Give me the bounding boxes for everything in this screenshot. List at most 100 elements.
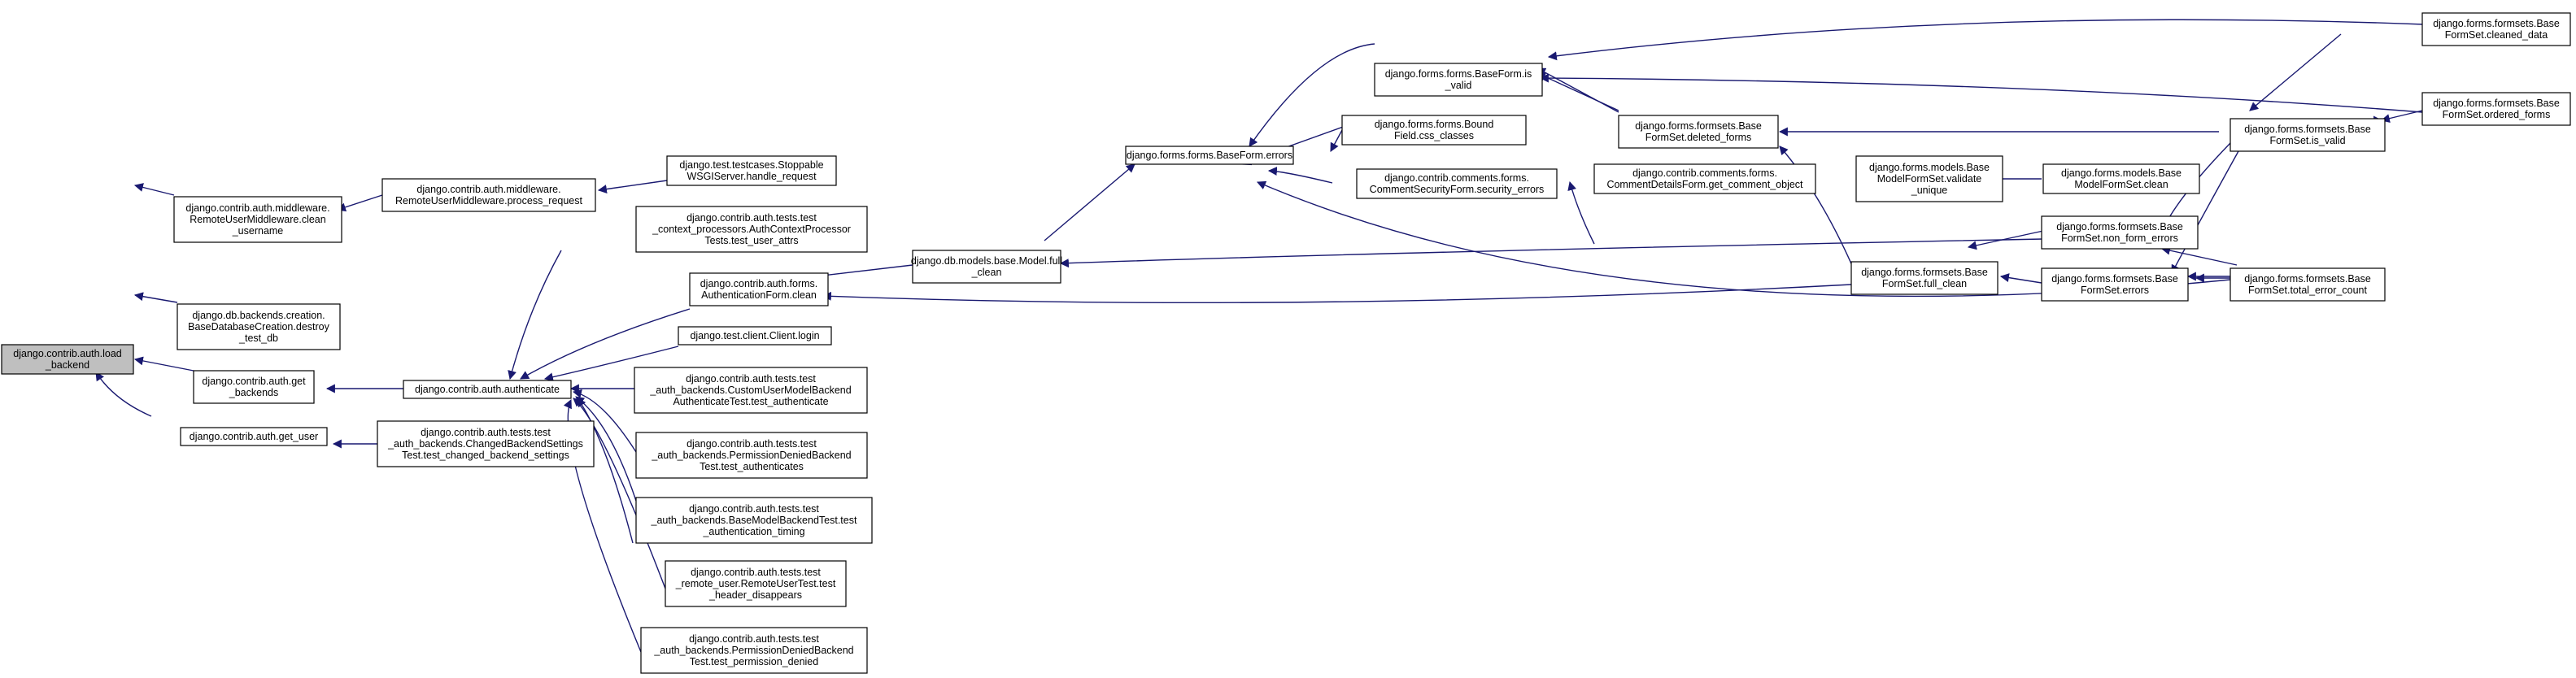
node-label-line: django.contrib.auth.tests.test xyxy=(691,567,821,578)
edge xyxy=(1779,146,1857,276)
nodes: django.contrib.auth.load_backenddjango.c… xyxy=(1,12,2571,674)
node-label-line: BaseDatabaseCreation.destroy xyxy=(188,321,329,332)
node-label-line: django.contrib.comments.forms. xyxy=(1632,167,1777,179)
function-node[interactable]: django.forms.formsets.BaseFormSet.delete… xyxy=(1618,115,1779,149)
function-node[interactable]: django.forms.formsets.BaseFormSet.total_… xyxy=(2229,267,2386,302)
function-node[interactable]: django.forms.forms.BoundField.css_classe… xyxy=(1341,115,1527,146)
function-node[interactable]: django.contrib.auth.tests.test_remote_us… xyxy=(665,560,847,607)
function-node[interactable]: django.forms.formsets.BaseFormSet.full_c… xyxy=(1850,261,1998,295)
edge xyxy=(543,346,679,382)
node-box xyxy=(1125,146,1294,165)
node-label-line: django.contrib.auth.middleware. xyxy=(185,202,329,214)
node-label-line: django.forms.forms.BaseForm.is xyxy=(1385,68,1532,80)
node-label-line: _auth_backends.BaseModelBackendTest.test xyxy=(651,515,857,526)
node-box xyxy=(1374,63,1543,97)
node-label-line: CommentDetailsForm.get_comment_object xyxy=(1606,179,1803,190)
function-node[interactable]: django.contrib.auth.tests.test_context_p… xyxy=(635,206,868,253)
edge xyxy=(1967,230,2044,250)
node-label-line: _header_disappears xyxy=(708,589,802,601)
node-label-line: django.forms.formsets.Base xyxy=(2051,273,2178,285)
edge xyxy=(563,398,642,653)
node-box xyxy=(689,272,829,306)
node-box xyxy=(173,196,342,243)
node-label-line: django.contrib.auth.load xyxy=(13,348,121,359)
node-label-line: django.db.models.base.Model.full xyxy=(911,255,1062,267)
function-node[interactable]: django.contrib.auth.authenticate xyxy=(403,380,572,399)
node-label-line: FormSet.is_valid xyxy=(2269,135,2345,146)
function-node[interactable]: django.db.models.base.Model.full_clean xyxy=(911,250,1062,284)
node-label-line: django.forms.formsets.Base xyxy=(2244,273,2371,285)
node-box xyxy=(403,380,572,399)
edge xyxy=(573,398,666,589)
edge xyxy=(133,183,175,196)
function-node[interactable]: django.test.client.Client.login xyxy=(678,326,832,346)
node-label-line: Test.test_changed_backend_settings xyxy=(402,450,569,461)
node-label-line: WSGIServer.handle_request xyxy=(686,171,817,182)
node-label-line: FormSet.cleaned_data xyxy=(2445,29,2548,41)
function-node[interactable]: django.test.testcases.StoppableWSGIServe… xyxy=(666,155,837,186)
function-node[interactable]: django.contrib.auth.get_user xyxy=(180,427,328,446)
function-node[interactable]: django.contrib.auth.tests.test_auth_back… xyxy=(634,367,868,414)
node-label-line: _valid xyxy=(1445,80,1472,91)
node-box xyxy=(193,370,315,404)
function-node[interactable]: django.contrib.auth.middleware.RemoteUse… xyxy=(381,178,596,212)
function-node[interactable]: django.db.backends.creation.BaseDatabase… xyxy=(177,303,341,350)
edge xyxy=(1330,129,1343,152)
function-node[interactable]: django.forms.forms.BaseForm.is_valid xyxy=(1374,63,1543,97)
function-node[interactable]: django.contrib.auth.forms.Authentication… xyxy=(689,272,829,306)
node-box xyxy=(635,206,868,253)
node-label-line: AuthenticateTest.test_authenticate xyxy=(673,396,828,407)
function-node[interactable]: django.contrib.auth.tests.test_auth_back… xyxy=(635,432,868,479)
node-label-line: _username xyxy=(232,225,284,237)
function-node[interactable]: django.forms.models.BaseModelFormSet.val… xyxy=(1855,155,2003,202)
node-box xyxy=(177,303,341,350)
edge xyxy=(577,398,634,544)
node-box xyxy=(180,427,328,446)
node-label-line: django.contrib.auth.middleware. xyxy=(416,184,560,195)
node-box xyxy=(2421,92,2571,126)
node-label-line: _auth_backends.PermissionDeniedBackend xyxy=(651,450,851,461)
node-label-line: django.contrib.auth.tests.test xyxy=(686,438,817,450)
node-label-line: django.contrib.auth.authenticate xyxy=(415,384,560,395)
edge xyxy=(1267,167,1333,184)
node-label-line: _backends xyxy=(229,387,278,398)
function-node[interactable]: django.forms.forms.BaseForm.errors xyxy=(1125,146,1294,165)
node-box xyxy=(640,627,868,674)
function-node[interactable]: django.contrib.auth.tests.test_auth_back… xyxy=(640,627,868,674)
edge xyxy=(2160,246,2238,266)
node-box xyxy=(1855,155,2003,202)
function-node[interactable]: django.contrib.auth.tests.test_auth_back… xyxy=(377,420,595,467)
edge xyxy=(95,372,152,417)
node-label-line: FormSet.deleted_forms xyxy=(1645,132,1752,143)
function-node[interactable]: django.contrib.auth.middleware.RemoteUse… xyxy=(173,196,342,243)
edge xyxy=(1539,73,2423,113)
node-label-line: django.forms.formsets.Base xyxy=(2056,221,2183,233)
node-box xyxy=(1341,115,1527,146)
edge xyxy=(2249,33,2342,111)
node-box xyxy=(381,178,596,212)
node-box xyxy=(1593,163,1816,194)
function-node[interactable]: django.forms.formsets.BaseFormSet.cleane… xyxy=(2421,12,2571,46)
node-box xyxy=(2229,118,2386,152)
function-node[interactable]: django.contrib.auth.get_backends xyxy=(193,370,315,404)
node-label-line: _unique xyxy=(1911,185,1948,196)
function-node[interactable]: django.forms.formsets.BaseFormSet.non_fo… xyxy=(2041,215,2199,250)
node-box xyxy=(1850,261,1998,295)
node-box xyxy=(2229,267,2386,302)
node-label-line: _auth_backends.ChangedBackendSettings xyxy=(387,438,583,450)
function-node[interactable]: django.contrib.comments.forms.CommentDet… xyxy=(1593,163,1816,194)
function-node[interactable]: django.contrib.comments.forms.CommentSec… xyxy=(1356,168,1558,199)
function-node[interactable]: django.forms.formsets.BaseFormSet.is_val… xyxy=(2229,118,2386,152)
node-label-line: django.contrib.auth.tests.test xyxy=(689,503,819,515)
node-box xyxy=(2042,163,2200,194)
function-node[interactable]: django.forms.formsets.BaseFormSet.ordere… xyxy=(2421,92,2571,126)
edge xyxy=(1567,180,1595,245)
function-node[interactable]: django.forms.models.BaseModelFormSet.cle… xyxy=(2042,163,2200,194)
node-label-line: CommentSecurityForm.security_errors xyxy=(1370,184,1545,195)
root-function-node[interactable]: django.contrib.auth.load_backend xyxy=(1,344,134,375)
node-label-line: FormSet.total_error_count xyxy=(2248,285,2367,296)
node-box xyxy=(1356,168,1558,199)
function-node[interactable]: django.contrib.auth.tests.test_auth_back… xyxy=(635,497,873,544)
